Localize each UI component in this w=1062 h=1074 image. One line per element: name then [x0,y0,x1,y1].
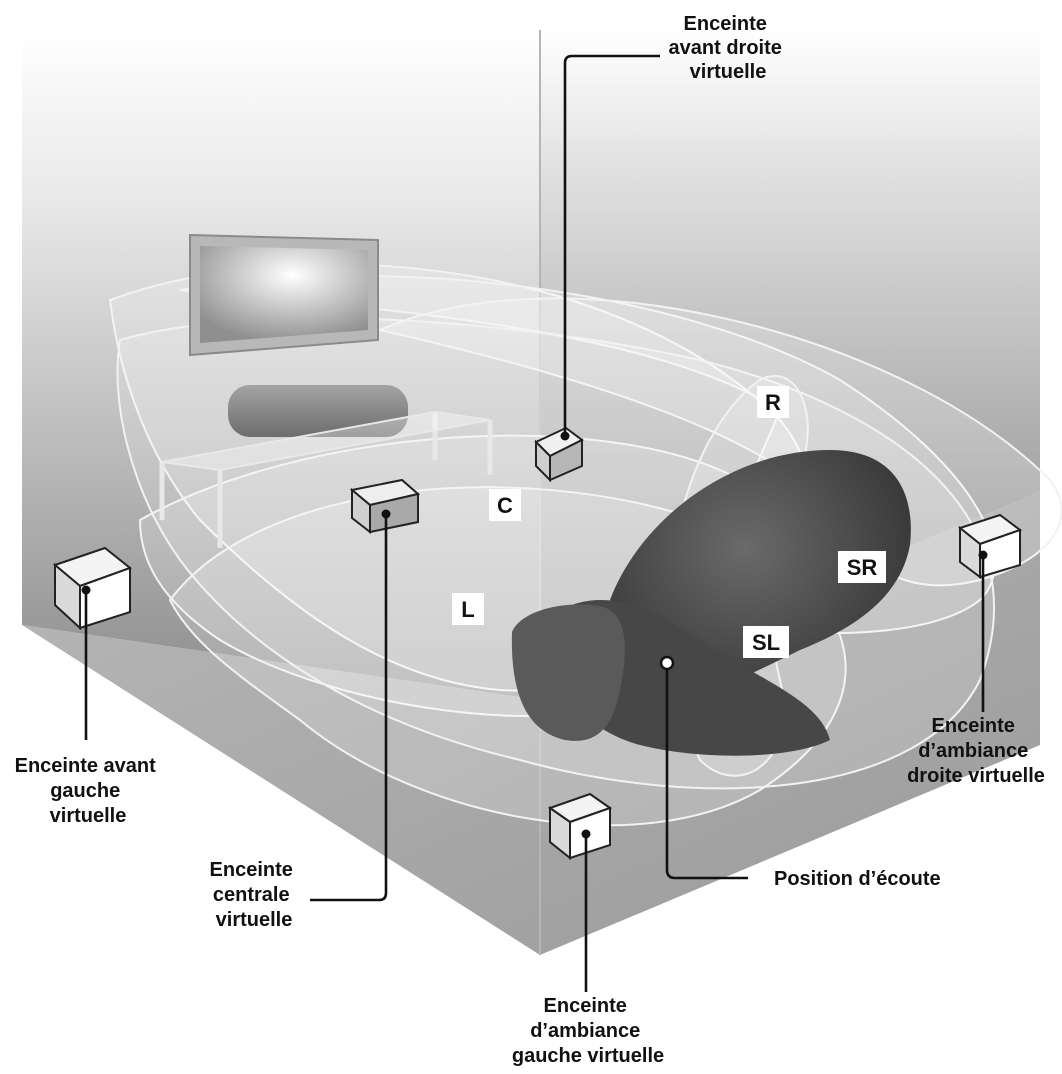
leader-listening-position [665,668,748,880]
leader-dot-center [381,509,391,519]
speaker-surround-right-virtual [957,513,1023,579]
leader-dot-front-left [81,585,91,595]
label-center-virtual: Enceinte centrale virtuelle [210,859,299,931]
channel-label-l: L [461,597,474,622]
speaker-center-virtual [349,478,421,535]
channel-label-r: R [765,390,781,415]
label-surround-left-virtual: Enceinte d’ambiance gauche virtuelle [512,995,664,1067]
label-front-right-virtual: Enceinte avant droite virtuelle [669,13,788,83]
channel-label-sl: SL [752,630,780,655]
stand-shelf [161,410,491,472]
leader-lines [81,54,988,992]
label-front-left-virtual: Enceinte avant gauche virtuelle [15,755,162,827]
tv [189,233,379,357]
speaker-front-left-virtual [52,546,133,631]
speaker-front-right-virtual [534,426,584,483]
left-wall [22,30,540,700]
tv-screen [200,246,368,343]
leader-center [310,514,388,902]
channel-label-c: C [497,493,513,518]
listening-position-marker [659,655,675,671]
label-surround-right-virtual: Enceinte d’ambiance droite virtuelle [907,715,1045,787]
leader-dot-front-right [560,431,570,441]
sofa-armrest [511,604,625,741]
soundbar [228,385,408,437]
sofa [511,450,911,756]
leader-dot-surround-left [581,829,591,839]
callout-labels: Enceinte avant droite virtuelle Enceinte… [15,13,1045,1067]
leader-dot-surround-right [978,550,988,560]
tv-stand [159,385,493,548]
label-listening-position: Position d’écoute [774,868,941,890]
channel-tags: R C L SR SL [452,386,886,658]
channel-label-sr: SR [847,555,878,580]
leader-front-right [563,54,660,436]
